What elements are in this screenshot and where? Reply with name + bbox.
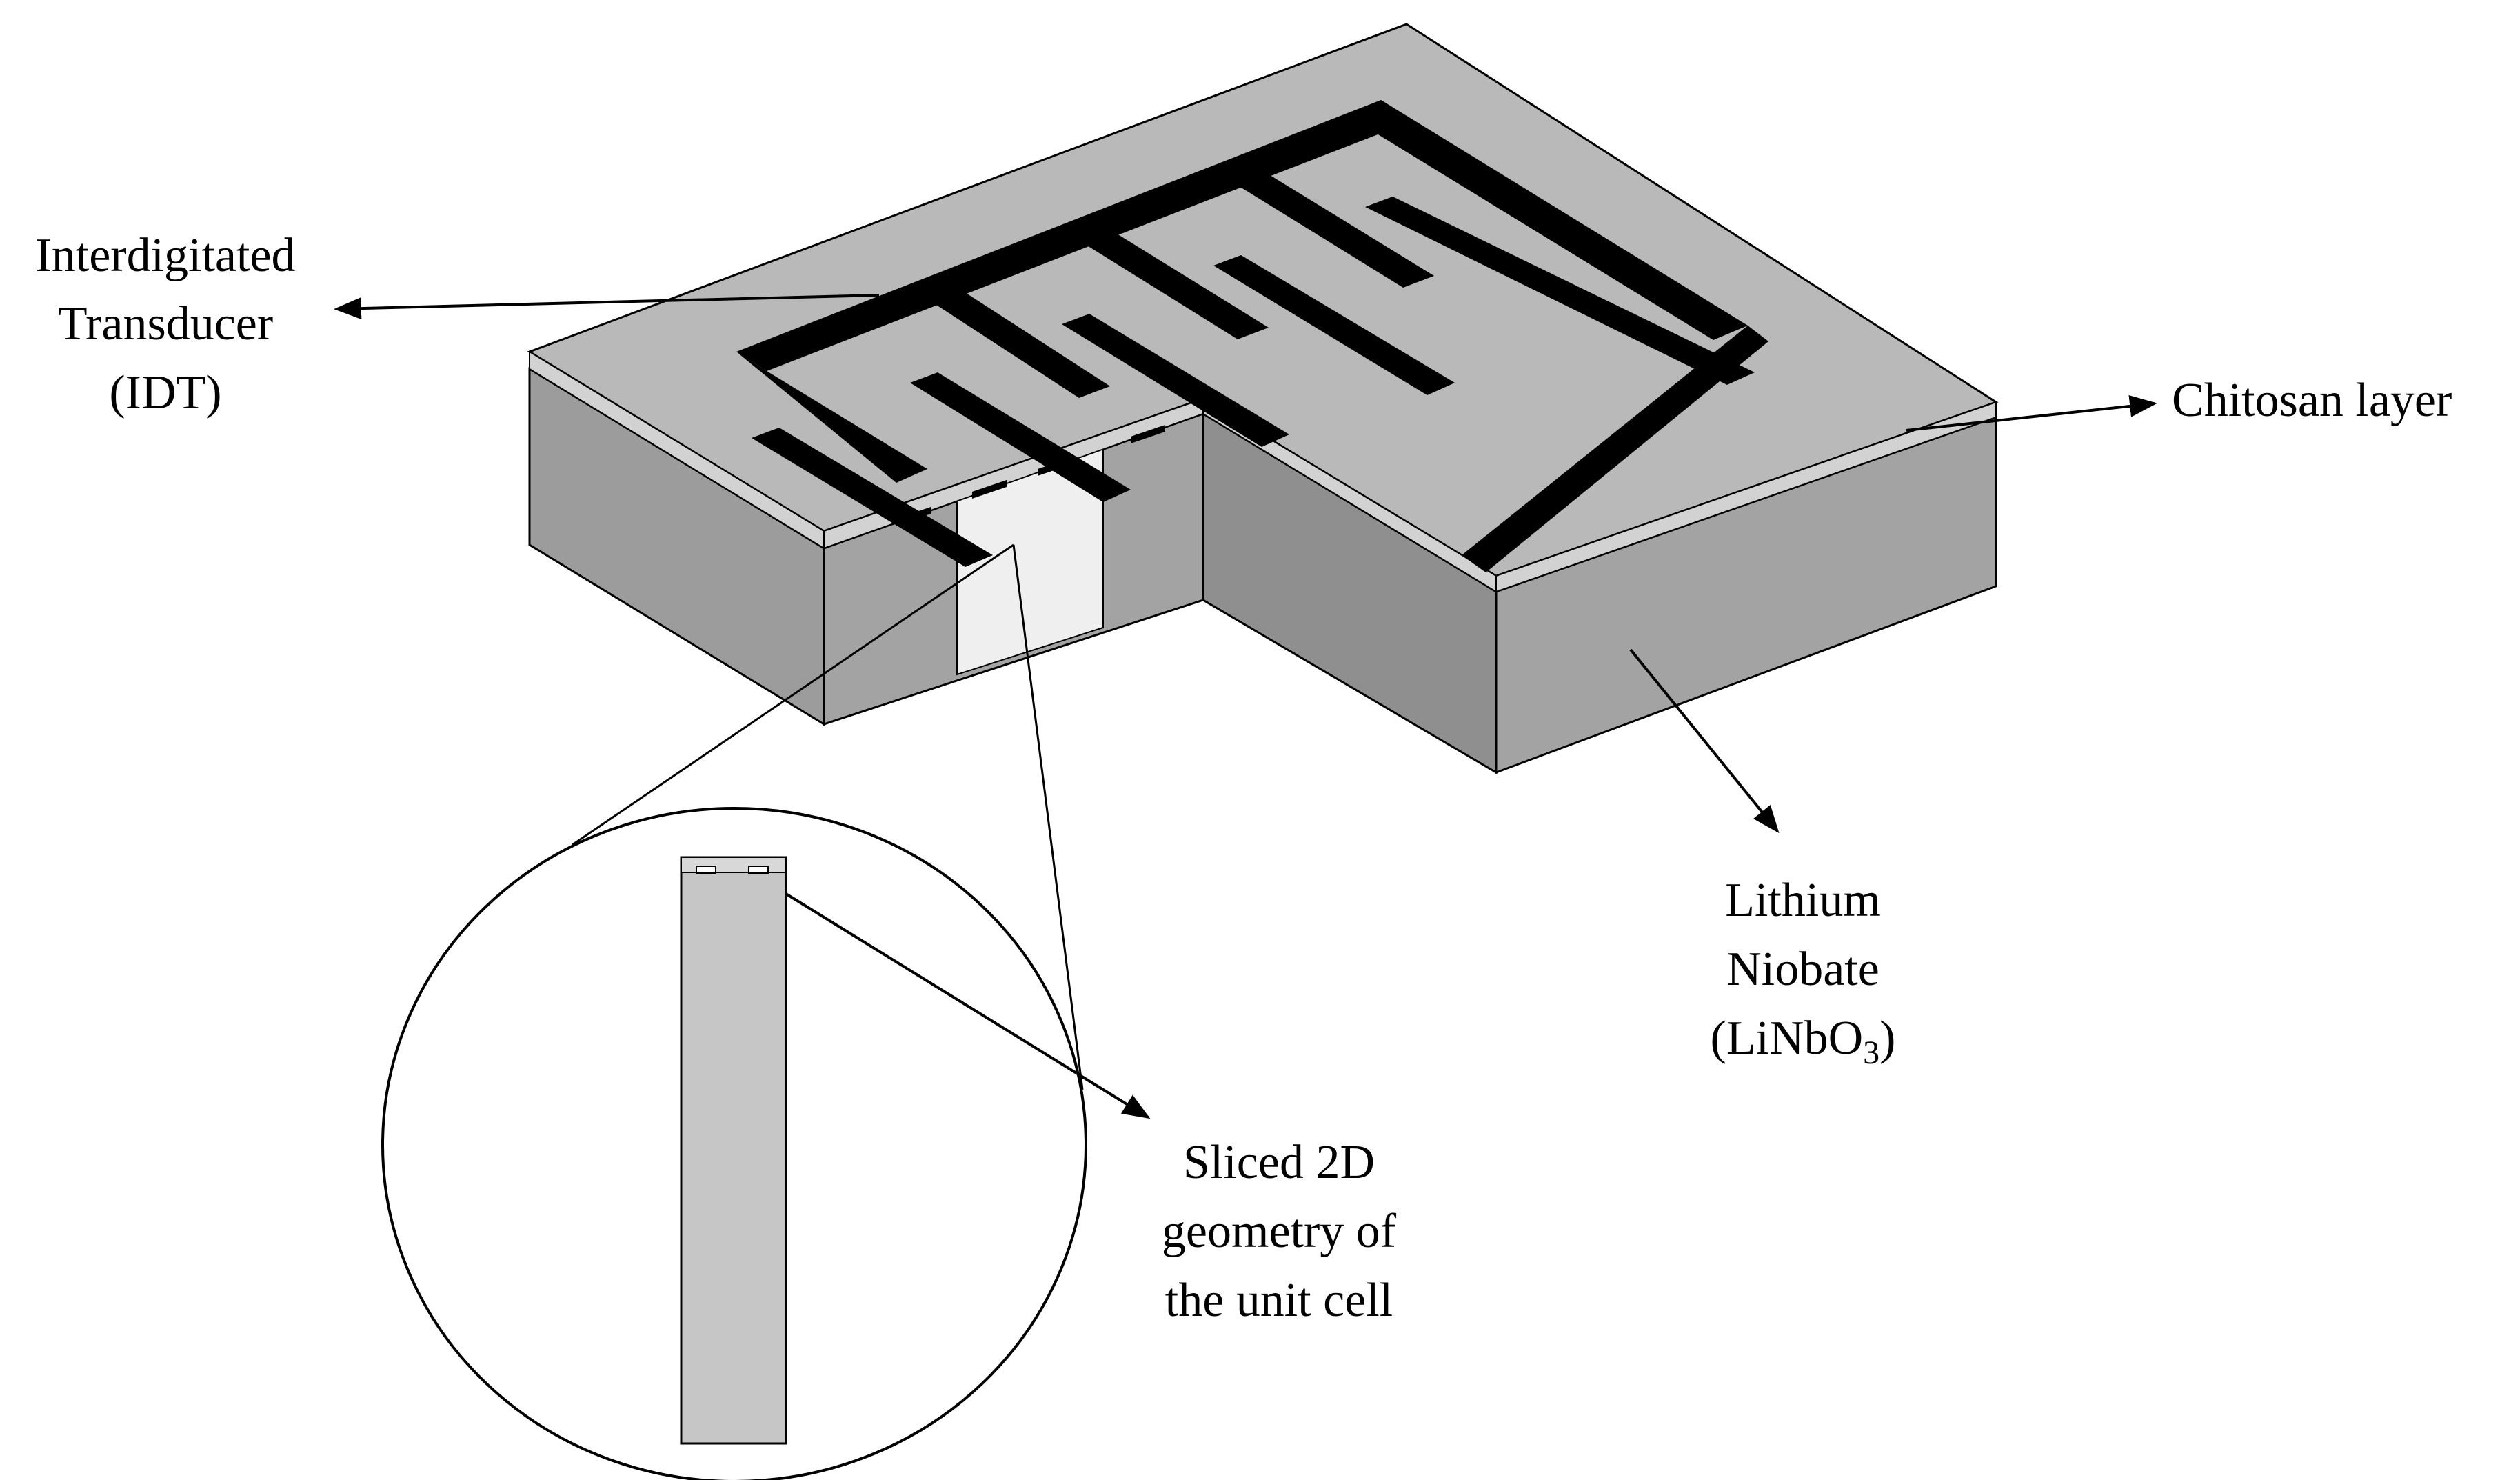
zoom-line-left bbox=[572, 543, 1014, 846]
idt-bus-bar-right bbox=[1350, 100, 1748, 340]
label-slice-line2: geometry of bbox=[1162, 1205, 1397, 1258]
label-idt-line1: Interdigitated bbox=[35, 229, 295, 282]
linbo3-arrow bbox=[1629, 648, 1780, 834]
idt-finger-6 bbox=[910, 372, 1131, 502]
idt-finger-8 bbox=[1213, 255, 1455, 395]
idt-arrow bbox=[334, 294, 880, 320]
unit-cell-bar bbox=[680, 856, 787, 1445]
idt-finger-1 bbox=[736, 352, 927, 483]
label-slice-line3: the unit cell bbox=[1165, 1274, 1393, 1327]
idt-finger-2 bbox=[907, 274, 1110, 398]
inset-zoom bbox=[381, 543, 1087, 1480]
labels: Interdigitated Transducer (IDT) Chitosan… bbox=[35, 229, 2452, 1327]
slice-arrow bbox=[785, 892, 1151, 1119]
chitosan-band-right bbox=[1495, 401, 1997, 593]
idt-bus-bar-lower bbox=[1462, 326, 1768, 572]
label-linbo3-subscript: 3 bbox=[1863, 1034, 1879, 1071]
idt-electrodes bbox=[736, 100, 1768, 572]
label-idt-line3: (IDT) bbox=[109, 366, 221, 419]
chitosan-arrow bbox=[1906, 394, 2157, 432]
unit-cell-electrode-left bbox=[696, 866, 716, 874]
unit-cell-electrode-right bbox=[748, 866, 769, 874]
label-linbo3-prefix: (LiNbO bbox=[1711, 1012, 1864, 1065]
label-linbo3-line2: Niobate bbox=[1726, 943, 1879, 996]
label-linbo3-line1: Lithium bbox=[1725, 874, 1881, 927]
label-linbo3-suffix: ) bbox=[1879, 1012, 1895, 1065]
substrate-block bbox=[527, 23, 1999, 774]
label-chitosan: Chitosan layer bbox=[2172, 374, 2452, 427]
label-idt-line2: Transducer bbox=[58, 297, 273, 350]
idt-finger-9 bbox=[1365, 197, 1755, 385]
idt-finger-3 bbox=[1058, 216, 1269, 339]
zoom-line-right bbox=[1012, 544, 1084, 1090]
label-slice-line1: Sliced 2D bbox=[1183, 1136, 1375, 1189]
label-linbo3-line3: (LiNbO3) bbox=[1711, 1012, 1896, 1071]
annotation-arrows bbox=[334, 294, 2157, 1119]
idt-finger-5 bbox=[752, 428, 993, 567]
idt-finger-7 bbox=[1062, 314, 1289, 447]
idt-finger-4 bbox=[1210, 157, 1434, 288]
